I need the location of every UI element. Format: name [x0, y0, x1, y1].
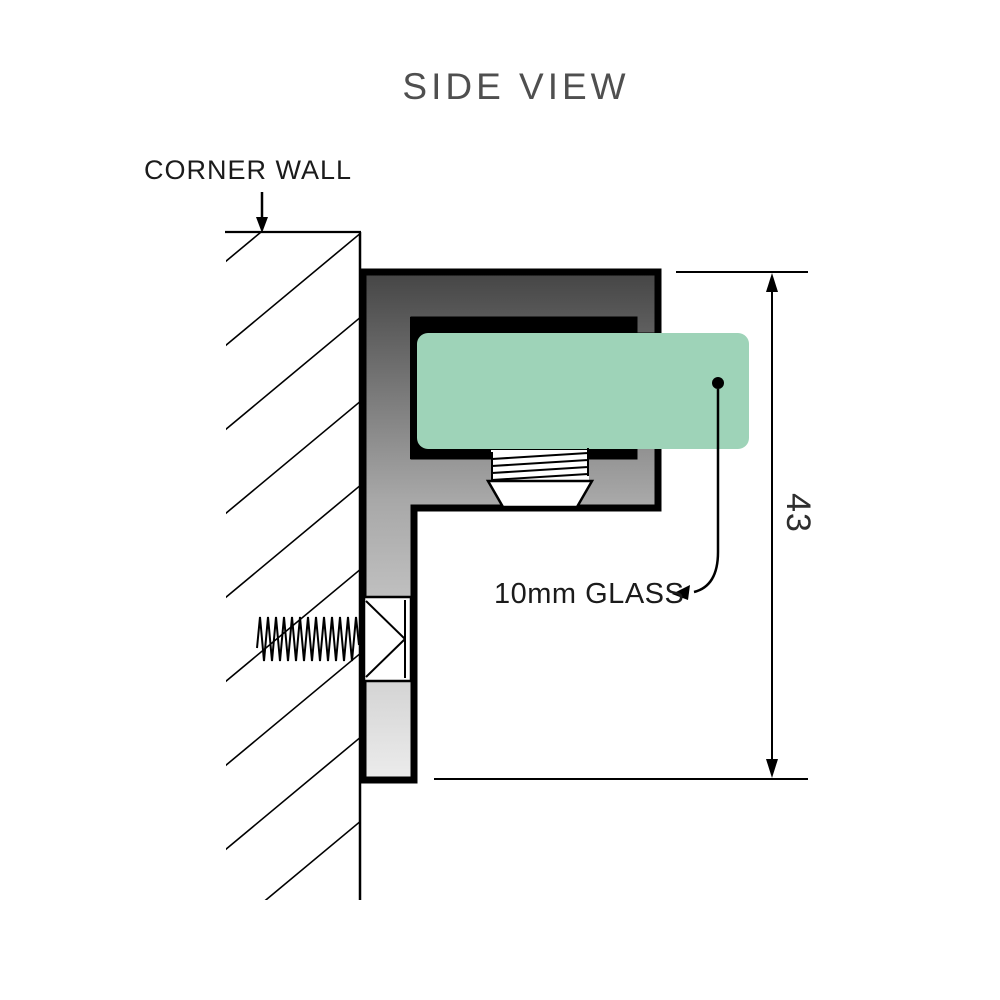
screw-thread	[256, 616, 360, 662]
wall-hatching	[225, 233, 362, 1000]
dimension-arrowhead-bottom	[766, 759, 778, 778]
hatch-line	[225, 904, 362, 1000]
dimension-arrowhead-top	[766, 273, 778, 292]
glass-callout-arrowhead	[672, 585, 690, 600]
wall-screw	[256, 595, 413, 683]
page-title: SIDE VIEW	[402, 66, 629, 107]
glass-callout: 10mm GLASS	[494, 377, 724, 610]
corner-wall-label: CORNER WALL	[144, 155, 352, 185]
hatch-line	[226, 233, 262, 263]
hatch-line	[226, 233, 359, 347]
screw-head-chamfer-top	[365, 600, 406, 640]
glass-callout-leader	[693, 389, 720, 594]
corner-wall-callout: CORNER WALL	[144, 155, 352, 233]
hatch-line	[226, 653, 359, 767]
corner-wall-arrowhead	[256, 217, 268, 233]
hatch-line	[226, 485, 359, 599]
screw-head-chamfer-bottom	[365, 638, 406, 678]
hatch-line	[226, 401, 359, 515]
wall	[225, 230, 362, 1000]
glass-panel	[417, 333, 749, 449]
hatch-line	[226, 317, 359, 431]
screw-head	[362, 595, 413, 683]
hatch-line	[226, 737, 359, 851]
dimension-43: 43	[434, 271, 817, 780]
grub-screw	[485, 448, 595, 509]
grub-screw-threads	[491, 448, 589, 481]
glass-label: 10mm GLASS	[494, 578, 684, 610]
hatch-line	[264, 821, 359, 900]
grub-screw-tip	[485, 479, 595, 509]
dimension-value: 43	[779, 493, 817, 533]
glass-callout-dot	[712, 377, 724, 389]
